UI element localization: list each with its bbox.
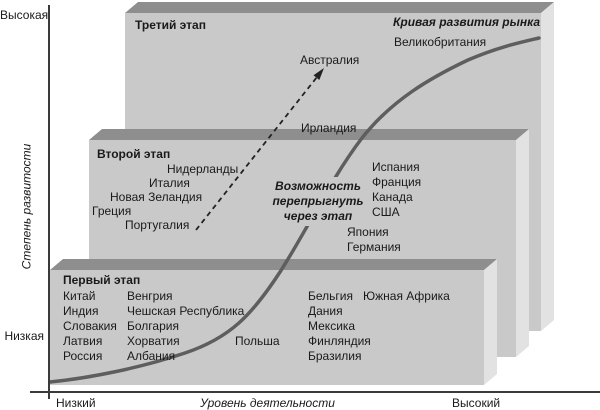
label-south-africa: Южная Африка [363,289,450,303]
x-axis-high-label: Высокий [452,396,501,410]
label-japan: Япония [347,225,389,239]
label-czech-republic: Чешская Республика [127,304,245,318]
label-albania: Албания [127,349,176,363]
label-netherlands: Нидерланды [167,162,239,176]
label-germany: Германия [347,240,401,254]
leapfrog-arrow-icon [195,68,324,231]
x-axis-title: Уровень деятельности [200,396,335,410]
label-italy: Италия [149,176,190,190]
x-axis-low-label: Низкий [56,396,96,410]
leapfrog-note: Возможность перепрыгнуть через этап [266,177,370,226]
label-new-zealand: Новая Зеландия [110,190,203,204]
y-axis-low-label: Низкая [4,329,44,343]
axes [30,5,600,399]
stage2-title: Второй этап [97,147,171,161]
label-canada: Канада [372,190,413,204]
label-china: Китай [63,289,96,303]
label-poland: Польша [235,334,280,348]
label-india: Индия [63,304,99,318]
label-russia: Россия [63,349,103,363]
market-curve-label: Кривая развития рынка [393,15,541,29]
stage1-panel [50,259,497,385]
label-france: Франция [372,175,422,189]
label-bulgaria: Болгария [127,319,179,333]
label-croatia: Хорватия [127,334,180,348]
stage3-title: Третий этап [135,18,206,32]
y-axis-title: Степень развитости [19,143,34,270]
label-spain: Испания [372,160,420,174]
label-hungary: Венгрия [127,289,173,303]
label-mexico: Мексика [308,319,356,333]
label-finland: Финляндия [308,334,371,348]
label-belgium: Бельгия [308,289,353,303]
label-greece: Греция [92,204,132,218]
label-usa: США [372,205,400,219]
label-portugal: Португалия [125,218,190,232]
y-axis-high-label: Высокая [0,8,49,22]
label-denmark: Дания [308,304,343,318]
label-united-kingdom: Великобритания [394,35,487,49]
label-australia: Австралия [300,53,360,67]
label-ireland: Ирландия [301,121,357,135]
label-brazil: Бразилия [308,349,362,363]
stage1-title: Первый этап [63,273,141,287]
label-latvia: Латвия [63,334,103,348]
label-slovakia: Словакия [63,319,117,333]
